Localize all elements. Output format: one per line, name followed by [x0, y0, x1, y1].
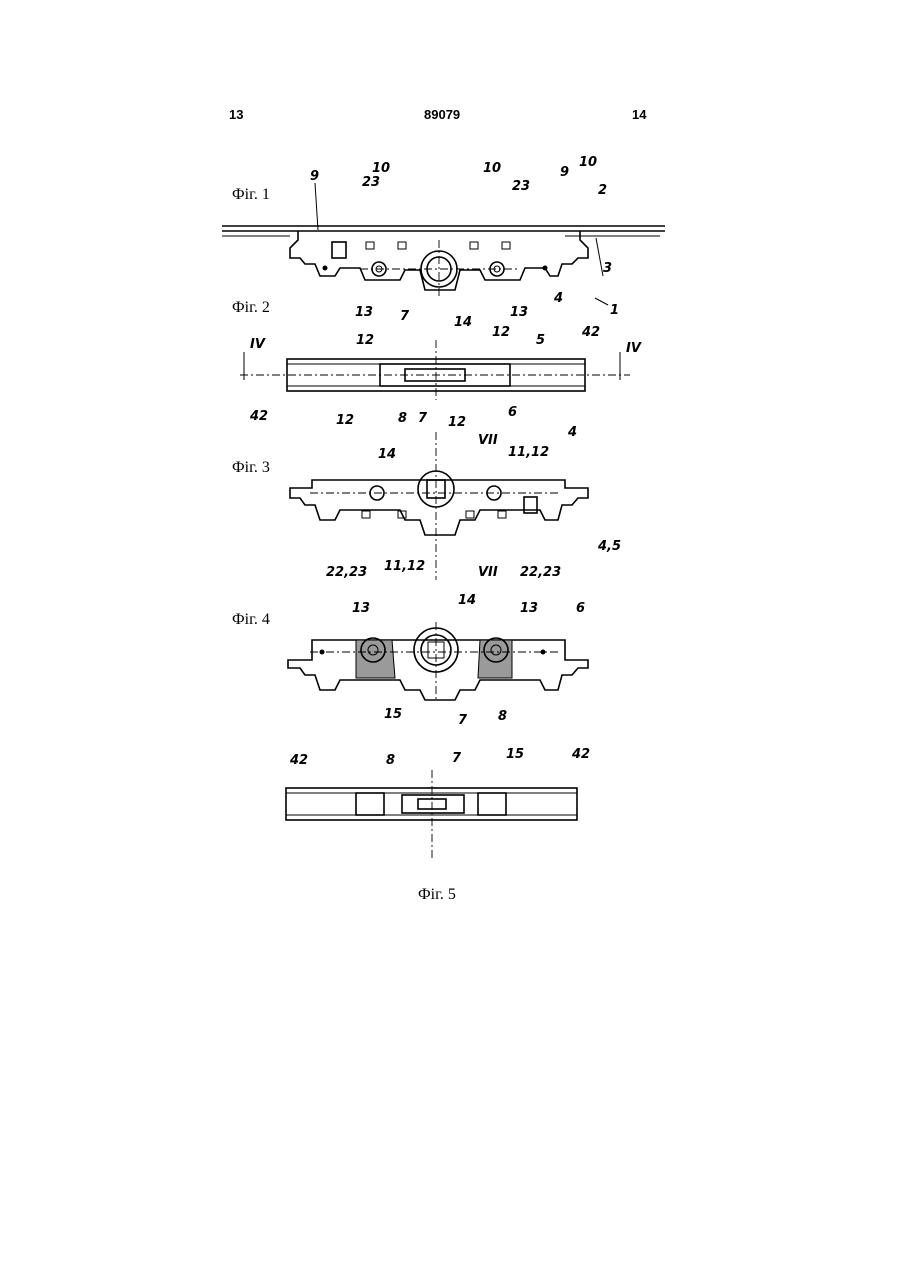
ref-14: 14 [458, 593, 476, 608]
ref-11-12: 11,12 [508, 445, 549, 460]
ref-23: 23 [512, 179, 530, 194]
ref-12: 12 [448, 415, 466, 430]
ref-8: 8 [386, 753, 395, 768]
ref-13: 13 [520, 601, 538, 616]
ref-6: 6 [576, 601, 585, 616]
ref-3: 3 [603, 261, 612, 276]
ref-2: 2 [598, 183, 607, 198]
figure-1-drawing: 9 10 23 10 23 9 10 2 3 13 7 13 4 1 [222, 155, 665, 324]
ref-12: 12 [492, 325, 510, 340]
ref-10: 10 [579, 155, 597, 170]
ref-8: 8 [398, 411, 407, 426]
ref-42: 42 [571, 747, 590, 762]
ref-42: 42 [289, 753, 308, 768]
ref-6: 6 [508, 405, 517, 420]
ref-4: 4 [553, 291, 563, 306]
ref-4: 4 [567, 425, 577, 440]
figure-4-drawing: 13 14 13 6 15 7 8 [288, 593, 588, 728]
ref-5: 5 [536, 333, 545, 348]
ref-22-23: 22,23 [520, 565, 561, 580]
figure-5-drawing: 42 8 7 15 42 [286, 747, 590, 860]
ref-10: 10 [483, 161, 501, 176]
ref-42: 42 [249, 409, 268, 424]
figure-3-drawing: VII 14 11,12 4,5 22,23 11,12 VII 22,23 [290, 432, 621, 580]
ref-23: 23 [362, 175, 380, 190]
ref-9: 9 [310, 169, 319, 184]
ref-7: 7 [452, 751, 462, 766]
section-IV-left: IV [250, 337, 266, 352]
ref-13: 13 [510, 305, 528, 320]
ref-7: 7 [400, 309, 410, 324]
ref-12: 12 [356, 333, 374, 348]
section-VII-bottom: VII [478, 565, 498, 580]
section-VII-top: VII [478, 433, 498, 448]
figure-2-drawing: 12 14 12 5 42 IV IV 42 12 8 7 12 6 4 [240, 315, 642, 440]
ref-13: 13 [352, 601, 370, 616]
ref-4-5: 4,5 [597, 539, 621, 554]
ref-14: 14 [378, 447, 396, 462]
ref-9: 9 [560, 165, 569, 180]
ref-15: 15 [506, 747, 524, 762]
ref-8: 8 [498, 709, 507, 724]
ref-11-12: 11,12 [384, 559, 425, 574]
ref-7: 7 [458, 713, 468, 728]
ref-15: 15 [384, 707, 402, 722]
ref-22-23: 22,23 [326, 565, 367, 580]
ref-14: 14 [454, 315, 472, 330]
section-IV-right: IV [626, 341, 642, 356]
ref-10: 10 [372, 161, 390, 176]
ref-1: 1 [610, 303, 619, 318]
ref-12: 12 [336, 413, 354, 428]
ref-42: 42 [581, 325, 600, 340]
ref-7: 7 [418, 411, 428, 426]
ref-13: 13 [355, 305, 373, 320]
